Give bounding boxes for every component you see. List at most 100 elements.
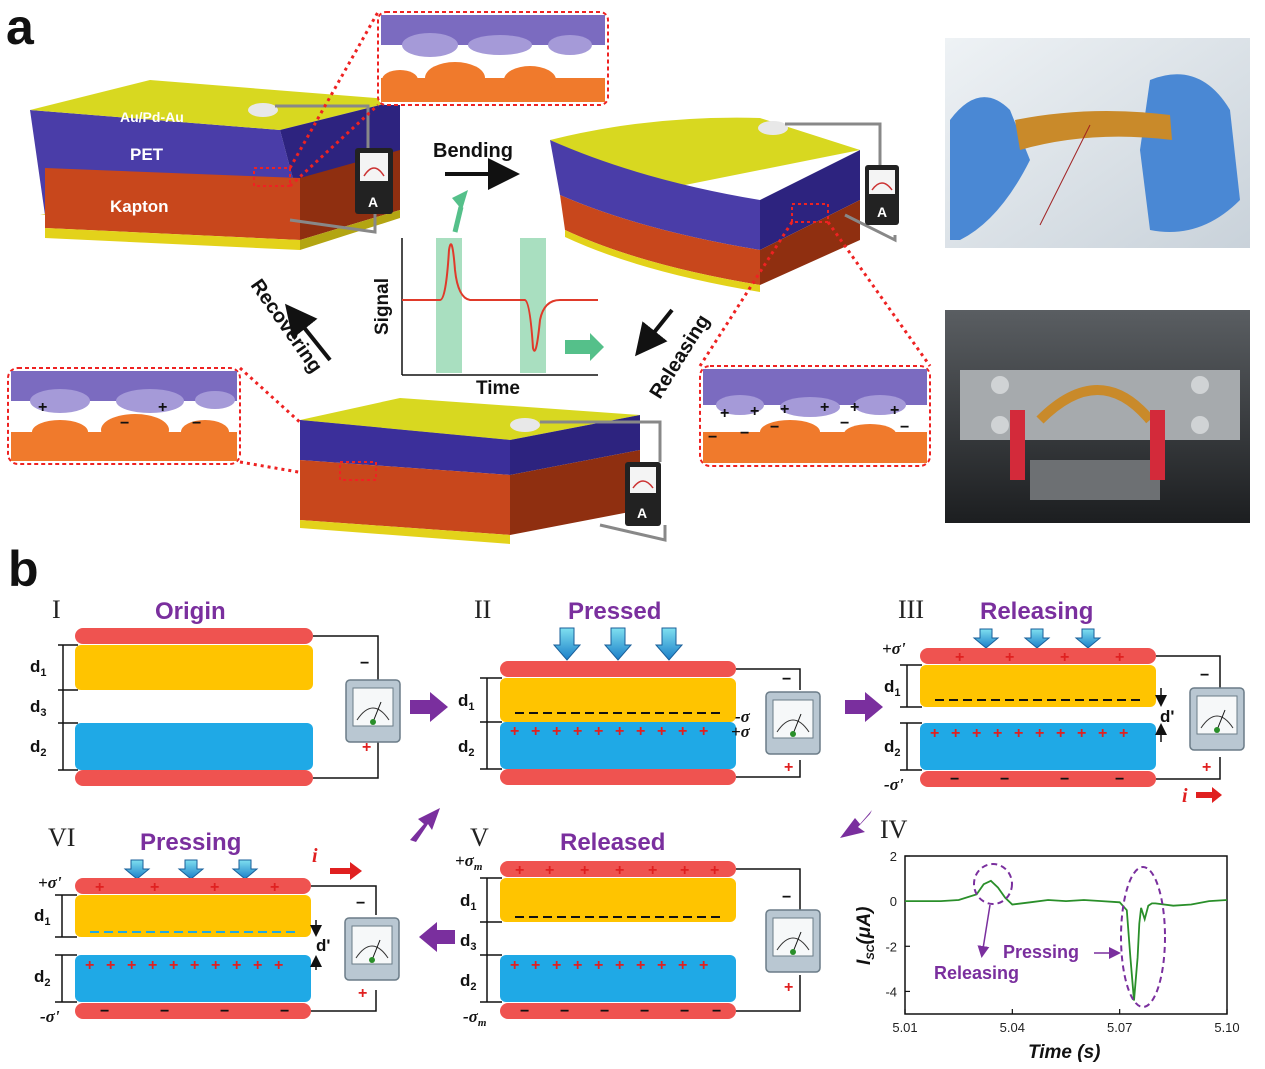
sigma-prime-minus: -σ' — [884, 775, 904, 794]
plus-row: + + + + + + + + + + — [510, 957, 708, 974]
charge: + — [850, 399, 859, 416]
terminal-plus: + — [784, 979, 793, 996]
svg-text:d2: d2 — [460, 971, 477, 993]
plot-frame — [904, 855, 1228, 1015]
ylabel-i: I — [854, 959, 875, 965]
ammeter-icon — [345, 679, 401, 743]
arrow-VI-II — [410, 808, 440, 842]
zoom-inset-left: + + − − — [7, 366, 347, 482]
dprime-label: d' — [316, 936, 330, 955]
ammeter-icon — [344, 917, 400, 981]
svg-text:+: + — [270, 879, 279, 896]
terminal-minus: − — [782, 671, 791, 688]
svg-text:+: + — [678, 957, 687, 974]
title-pressed: Pressed — [568, 598, 661, 625]
numeral-II: II — [474, 595, 491, 624]
d1-label: d — [30, 657, 40, 676]
svg-text:+: + — [930, 725, 939, 742]
d2-sub: 2 — [470, 981, 476, 993]
svg-text:-σm: -σm — [463, 1007, 487, 1029]
sigma-prime-minus: -σ' — [40, 1007, 60, 1026]
panel-b-label: b — [8, 541, 39, 597]
numeral-V: V — [470, 823, 489, 852]
terminal-minus: − — [1200, 667, 1209, 684]
charge: − — [708, 429, 717, 446]
d1-sub: 1 — [468, 701, 474, 713]
annotation-pressing: Pressing — [1003, 942, 1079, 962]
charge: + — [720, 405, 729, 422]
ammeter-label: A — [368, 194, 378, 210]
y-tick-label: -2 — [885, 939, 897, 954]
ammeter-icon — [765, 691, 821, 755]
charge: + — [820, 399, 829, 416]
svg-text:+: + — [552, 957, 561, 974]
d1-label: d — [34, 906, 44, 925]
svg-text:d2: d2 — [458, 737, 475, 759]
numeral-IV: IV — [880, 815, 908, 844]
terminal-plus: + — [1202, 759, 1211, 776]
layer-kapton-label: Kapton — [110, 197, 169, 216]
plus-row: + + + + + + + + + + — [510, 723, 708, 740]
panel-VI: VI Pressing + + + + + + + + + + + + + + … — [34, 823, 400, 1026]
terminal-plus: + — [358, 985, 367, 1002]
panel-I: I Origin d1 d3 d2 − + — [30, 595, 401, 786]
inset-ylabel: Signal — [372, 278, 393, 335]
arrow-II-III — [845, 692, 883, 722]
ammeter-icon — [1189, 687, 1245, 751]
d2-label: d — [458, 737, 468, 756]
svg-text:d3: d3 — [460, 931, 477, 953]
plus-row: + + + + + + + + + + — [85, 957, 283, 974]
svg-text:−: − — [220, 1003, 229, 1020]
arrow-I-II — [410, 692, 448, 722]
ammeter-icon: A — [625, 462, 661, 526]
svg-text:d1: d1 — [30, 657, 47, 679]
svg-text:+: + — [85, 957, 94, 974]
panel-V: V Released + + + + + + + + + + + + + + +… — [455, 823, 821, 1029]
d2-sub: 2 — [894, 747, 900, 759]
step-recovering: Recovering — [246, 275, 332, 377]
svg-text:+: + — [211, 957, 220, 974]
numeral-VI: VI — [48, 823, 75, 852]
svg-text:−: − — [1115, 771, 1124, 788]
d1-sub: 1 — [44, 916, 50, 928]
d1-sub: 1 — [470, 901, 476, 913]
press-arrows — [972, 628, 1102, 649]
charge: − — [192, 415, 201, 432]
svg-text:−: − — [1060, 771, 1069, 788]
d1-sub: 1 — [894, 687, 900, 699]
ylabel-unit: (μA) — [854, 907, 875, 945]
svg-text:−: − — [560, 1003, 569, 1020]
svg-text:+: + — [699, 957, 708, 974]
inset-xlabel: Time — [476, 378, 520, 399]
device-flat-bottom: A — [300, 398, 667, 544]
d2-label: d — [30, 737, 40, 756]
svg-text:+: + — [148, 957, 157, 974]
svg-text:+: + — [552, 723, 561, 740]
svg-text:−: − — [1000, 771, 1009, 788]
svg-text:+: + — [648, 862, 657, 879]
svg-text:+: + — [678, 723, 687, 740]
svg-text:−: − — [640, 1003, 649, 1020]
sigma-m-plus: +σ — [455, 851, 475, 870]
chart-xlabel: Time (s) — [1028, 1042, 1101, 1063]
svg-text:+σm: +σm — [455, 851, 483, 873]
d2-label: d — [34, 967, 44, 986]
svg-text:+: + — [169, 957, 178, 974]
y-tick-label: -4 — [885, 984, 897, 999]
press-arrows — [123, 859, 259, 880]
sigma-plus: +σ — [731, 722, 751, 741]
title-pressing: Pressing — [140, 829, 241, 856]
terminal-plus: + — [362, 739, 371, 756]
svg-text:+: + — [636, 957, 645, 974]
current-label: i — [312, 845, 318, 867]
ammeter-icon: A — [865, 165, 899, 225]
d2-sub: 2 — [468, 747, 474, 759]
svg-text:+: + — [573, 723, 582, 740]
ylabel-sub: SC — [865, 943, 877, 959]
svg-text:+: + — [710, 862, 719, 879]
svg-text:+: + — [951, 725, 960, 742]
svg-text:+: + — [253, 957, 262, 974]
svg-text:+: + — [545, 862, 554, 879]
